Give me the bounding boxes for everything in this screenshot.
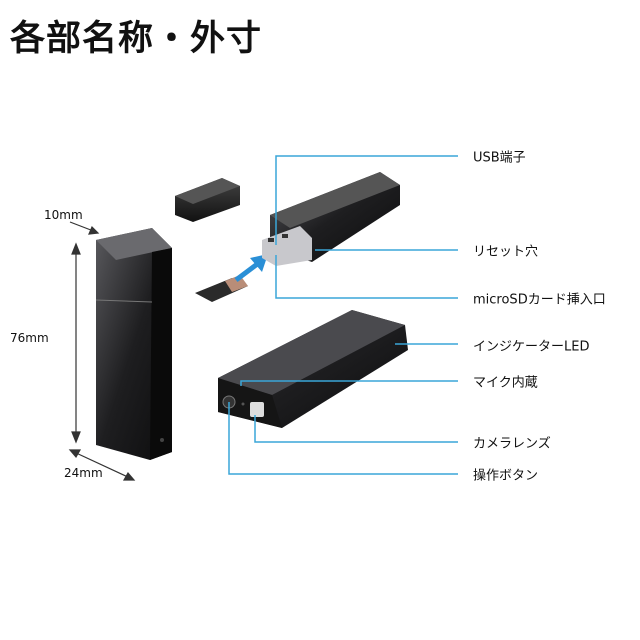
dimension-thickness: 10mm xyxy=(44,208,83,222)
label-reset-hole: リセット穴 xyxy=(473,244,539,260)
label-built-in-mic: マイク内蔵 xyxy=(473,375,538,391)
device-front-view xyxy=(95,228,172,460)
dimension-width: 24mm xyxy=(64,466,103,480)
usb-cap xyxy=(175,178,240,222)
label-operation-button: 操作ボタン xyxy=(473,468,539,484)
label-indicator-led: インジケーターLED xyxy=(473,339,590,355)
dimension-length: 76mm xyxy=(10,331,49,345)
dimension-arrows xyxy=(68,221,136,481)
device-closed-view xyxy=(218,310,408,428)
leader-lines xyxy=(228,155,458,475)
label-camera-lens: カメラレンズ xyxy=(473,436,551,452)
device-open-view xyxy=(262,172,400,266)
label-microsd-slot: microSDカード挿入口 xyxy=(473,292,606,308)
page-title: 各部名称・外寸 xyxy=(10,19,263,59)
label-usb-terminal: USB端子 xyxy=(473,150,526,166)
